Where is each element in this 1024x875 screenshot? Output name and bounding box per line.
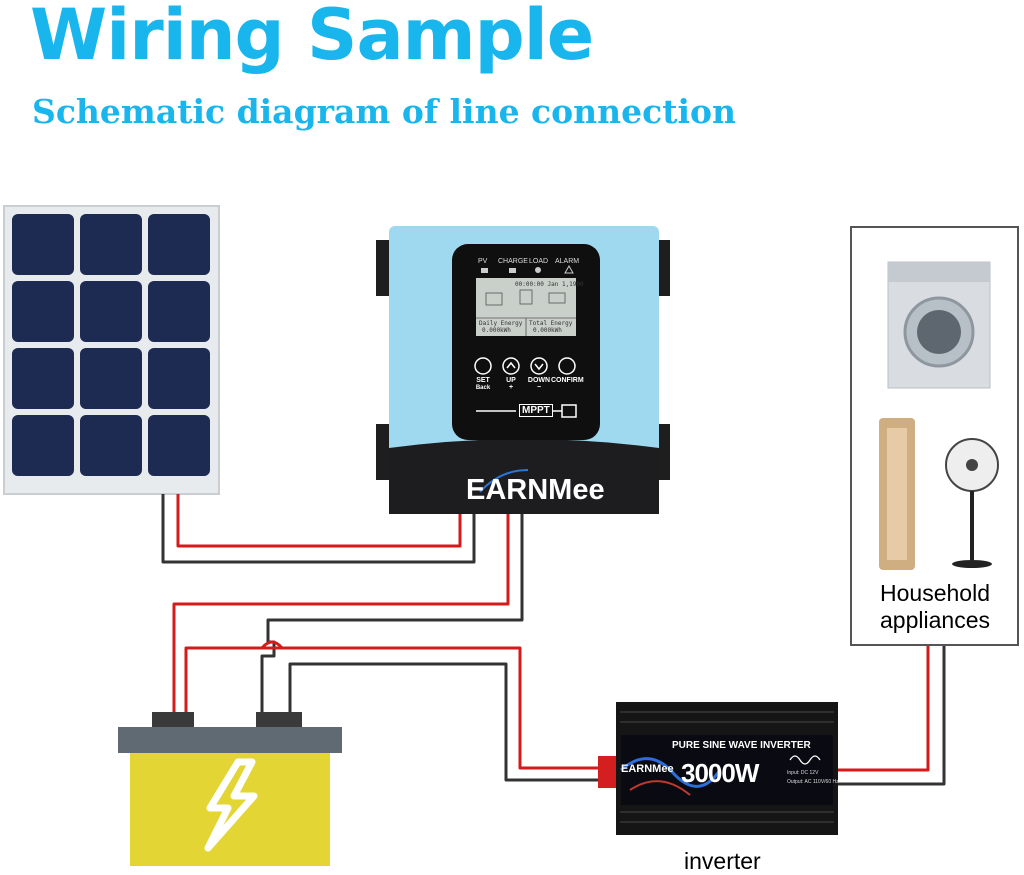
wire-panel-positive <box>176 494 462 548</box>
inverter-wattage: 3000W <box>681 758 759 788</box>
button-up-sub: + <box>508 384 514 391</box>
lcd-total-label: Total Energy <box>529 320 573 327</box>
wires <box>161 494 946 786</box>
inverter <box>598 702 838 835</box>
appliances-label: Household appliances <box>852 580 1018 634</box>
lcd-clock: 00:00:00 Jan 1,1900 <box>515 281 584 288</box>
washing-machine-icon <box>887 261 991 389</box>
inverter-product-title: PURE SINE WAVE INVERTER <box>672 740 811 751</box>
lcd-daily-value: 0.000kWh <box>482 327 511 334</box>
indicator-load: LOAD <box>529 258 549 265</box>
button-set-label: SET <box>476 377 490 384</box>
inverter-input-text: Input: DC 12V <box>787 770 819 776</box>
button-confirm-label: CONFIRM <box>551 377 584 384</box>
diagram-title: Wiring Sample <box>30 0 594 76</box>
battery <box>118 712 342 866</box>
controller-buttons <box>474 357 576 375</box>
battery-lightning-icon <box>204 758 258 852</box>
wire-battery-positive <box>172 512 510 714</box>
solar-panel <box>3 205 220 495</box>
button-down-sub: − <box>536 384 542 391</box>
indicator-alarm: ALARM <box>555 258 580 265</box>
inverter-output-text: Output: AC 110V/60 Hz <box>787 779 839 785</box>
indicator-charge: CHARGE <box>498 258 528 265</box>
mppt-label: MPPT <box>519 404 553 417</box>
indicator-icons <box>481 264 574 274</box>
lcd-total-value: 0.000kWh <box>533 327 562 334</box>
solar-panel-cells <box>12 214 210 476</box>
appliances-label-line2: appliances <box>880 607 990 633</box>
appliances-label-line1: Household <box>880 580 990 606</box>
button-down-label: DOWN <box>527 377 551 384</box>
fan-icon <box>945 438 999 568</box>
button-set-sub: Back <box>475 385 491 391</box>
wire-battery-negative <box>260 512 524 714</box>
indicator-pv: PV <box>478 258 488 265</box>
lcd-daily-label: Daily Energy <box>479 320 523 327</box>
inverter-label: inverter <box>684 848 761 874</box>
wire-inverter-positive <box>184 646 600 770</box>
wire-inverter-negative <box>288 662 600 782</box>
tower-ac-icon <box>879 418 915 570</box>
inverter-brand: EARNMee <box>621 763 674 775</box>
wire-appliance-negative <box>838 644 946 786</box>
diagram-subtitle: Schematic diagram of line connection <box>32 92 737 131</box>
appliances-box <box>850 226 1019 646</box>
wire-panel-negative <box>161 494 476 564</box>
wire-appliance-positive <box>838 644 930 772</box>
button-up-label: UP <box>506 377 516 384</box>
controller-brand: EARNMee <box>466 474 605 506</box>
charge-controller <box>376 226 670 514</box>
